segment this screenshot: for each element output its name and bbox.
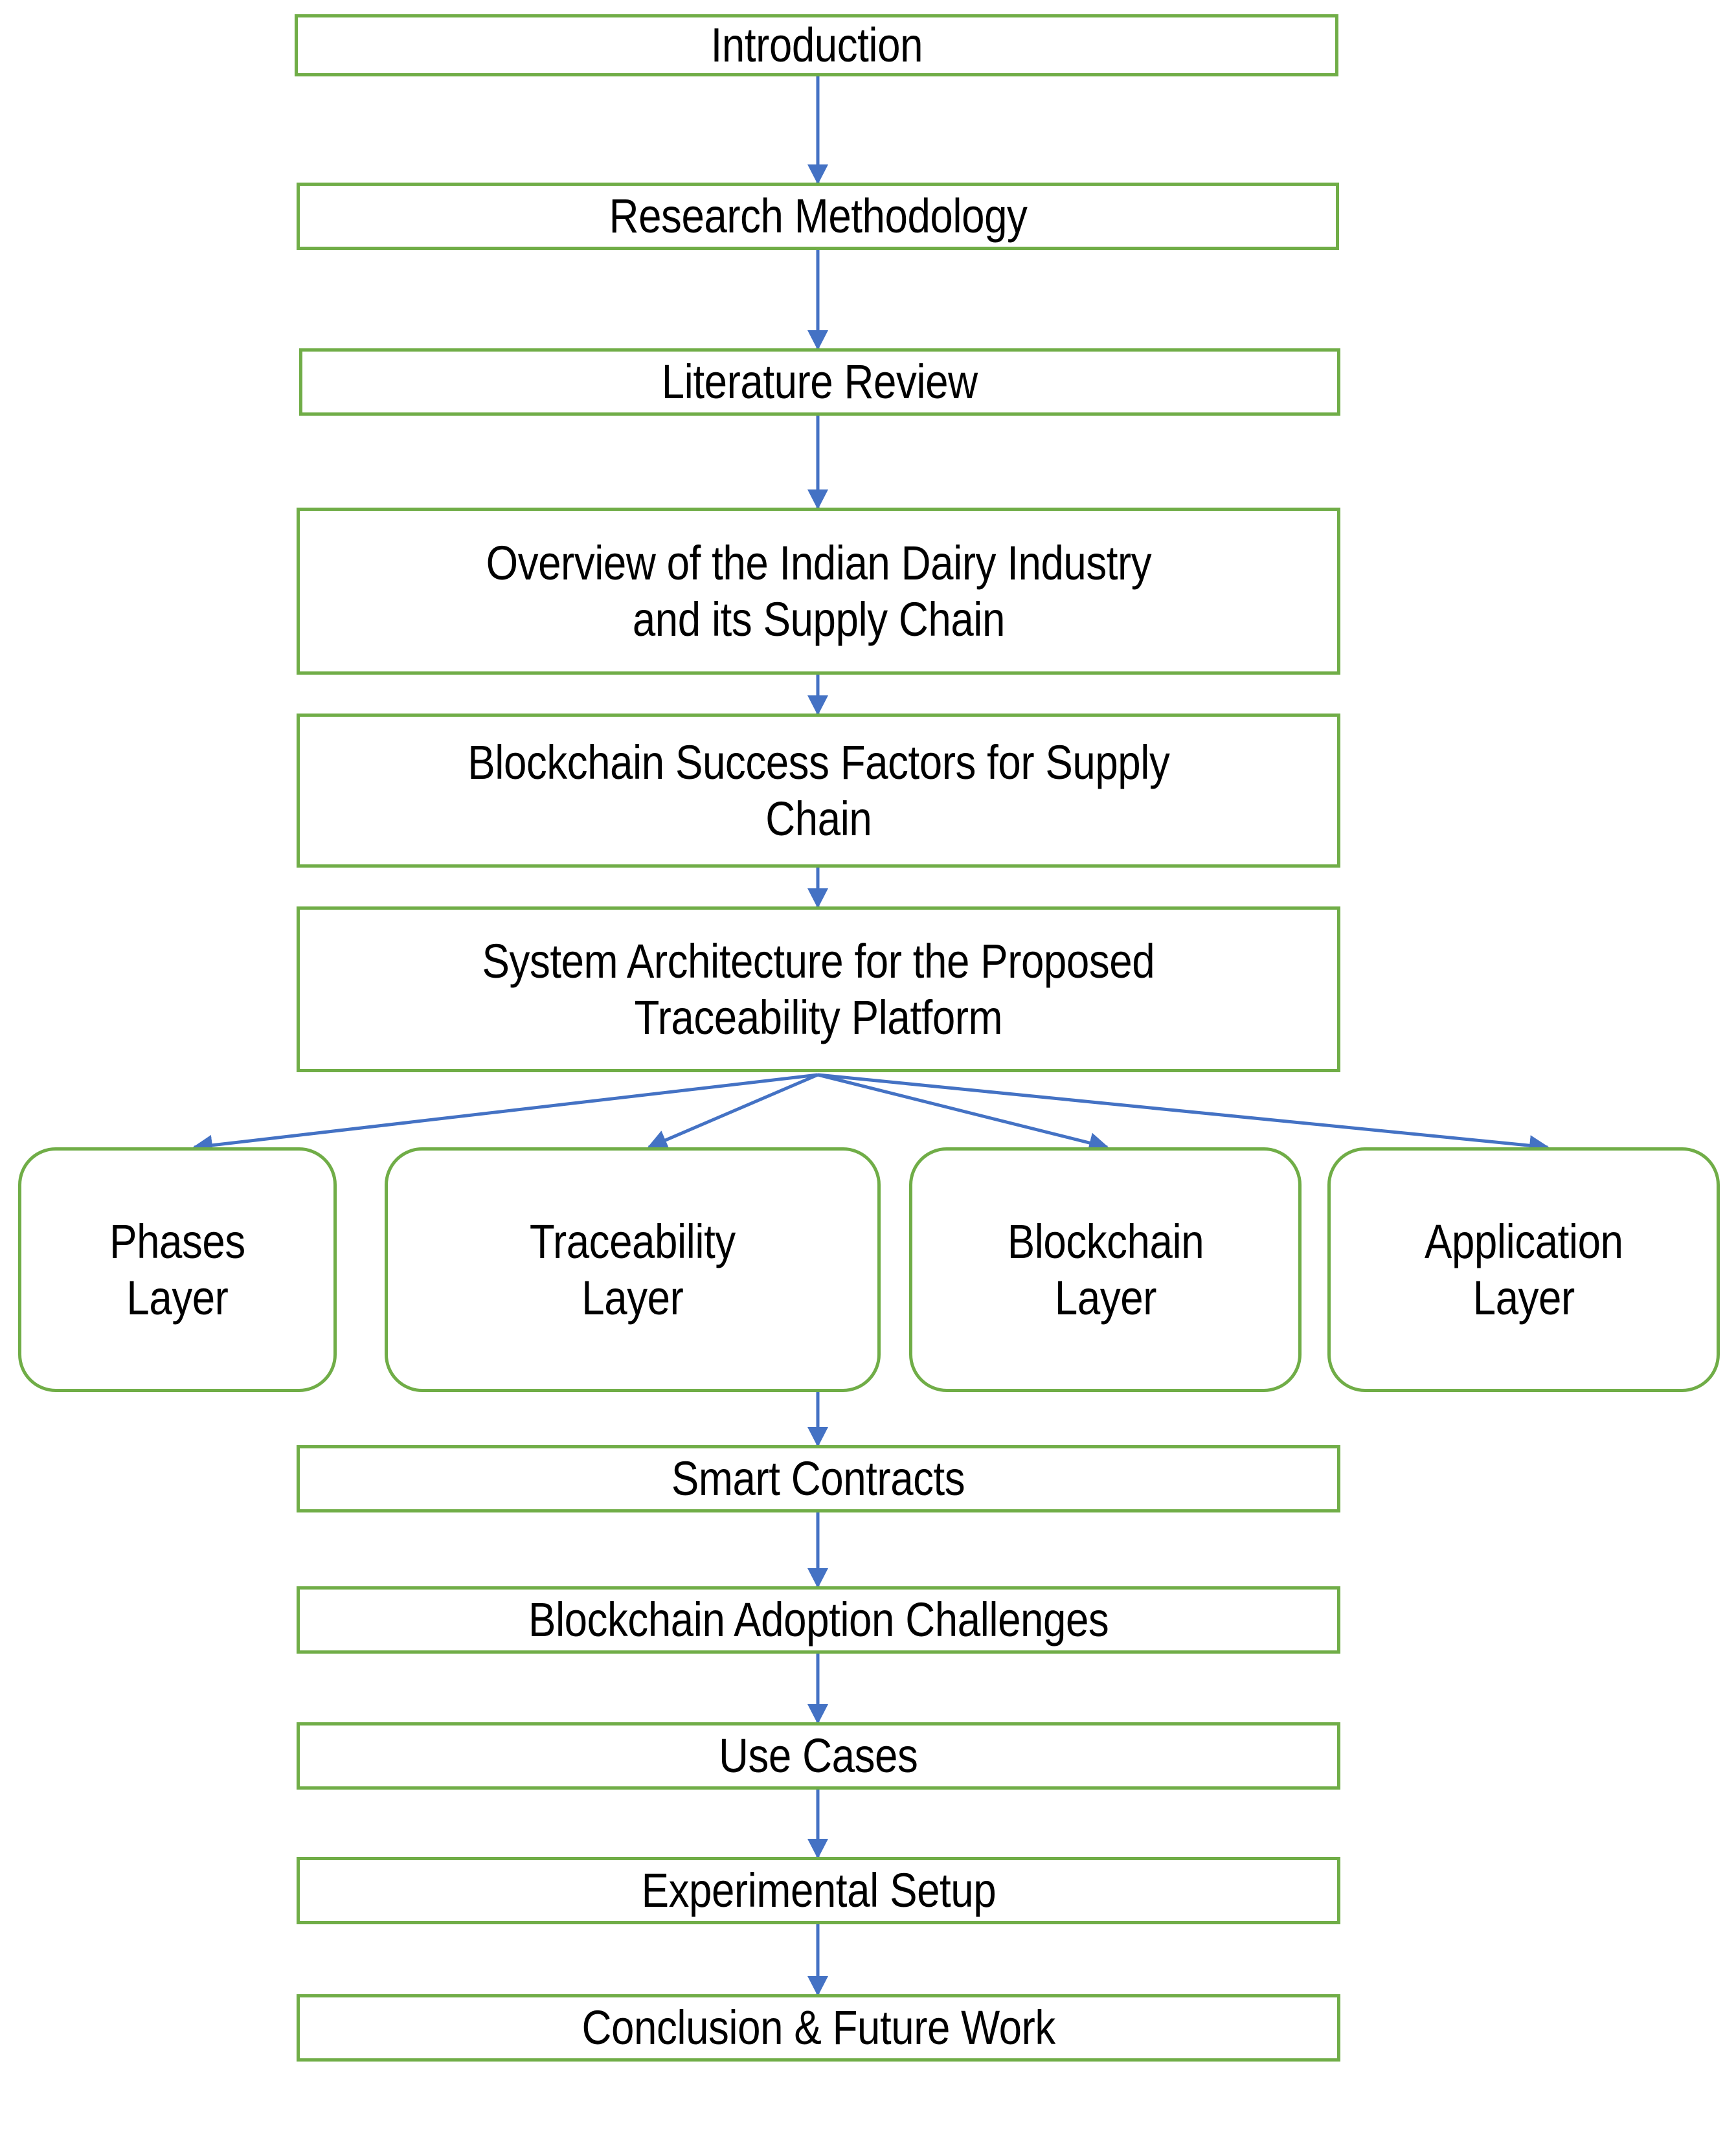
- node-label-success-factors: Blockchain Success Factors for Supply Ch…: [467, 735, 1170, 846]
- node-conclusion[interactable]: Conclusion & Future Work: [297, 1994, 1340, 2062]
- node-success-factors[interactable]: Blockchain Success Factors for Supply Ch…: [297, 714, 1340, 868]
- node-label-introduction: Introduction: [710, 18, 923, 73]
- node-application-layer[interactable]: Application Layer: [1327, 1147, 1720, 1392]
- node-label-dairy-overview: Overview of the Indian Dairy Industry an…: [486, 535, 1151, 646]
- node-label-adoption-challenges: Blockchain Adoption Challenges: [528, 1593, 1109, 1647]
- node-label-traceability-layer: Traceability Layer: [530, 1214, 736, 1325]
- node-system-architecture[interactable]: System Architecture for the Proposed Tra…: [297, 906, 1340, 1072]
- node-label-experimental-setup: Experimental Setup: [641, 1863, 996, 1918]
- node-label-research-methodology: Research Methodology: [609, 189, 1027, 243]
- node-experimental-setup[interactable]: Experimental Setup: [297, 1857, 1340, 1924]
- node-adoption-challenges[interactable]: Blockchain Adoption Challenges: [297, 1586, 1340, 1654]
- node-label-blockchain-layer: Blockchain Layer: [1007, 1214, 1204, 1325]
- node-label-use-cases: Use Cases: [719, 1729, 918, 1783]
- node-use-cases[interactable]: Use Cases: [297, 1722, 1340, 1790]
- node-phases-layer[interactable]: Phases Layer: [18, 1147, 337, 1392]
- node-label-system-architecture: System Architecture for the Proposed Tra…: [482, 934, 1155, 1044]
- node-label-smart-contracts: Smart Contracts: [671, 1452, 965, 1506]
- node-literature-review[interactable]: Literature Review: [299, 348, 1340, 416]
- arrow-system-architecture-to-phases-layer: [192, 1073, 818, 1156]
- node-smart-contracts[interactable]: Smart Contracts: [297, 1445, 1340, 1512]
- node-introduction[interactable]: Introduction: [295, 14, 1338, 76]
- node-research-methodology[interactable]: Research Methodology: [297, 183, 1339, 250]
- arrow-system-architecture-to-traceability-layer: [647, 1073, 818, 1150]
- node-dairy-overview[interactable]: Overview of the Indian Dairy Industry an…: [297, 508, 1340, 675]
- arrow-system-architecture-to-application-layer: [817, 1073, 1550, 1156]
- node-label-phases-layer: Phases Layer: [109, 1214, 245, 1325]
- node-blockchain-layer[interactable]: Blockchain Layer: [909, 1147, 1302, 1392]
- node-label-conclusion: Conclusion & Future Work: [581, 2001, 1055, 2055]
- node-traceability-layer[interactable]: Traceability Layer: [385, 1147, 881, 1392]
- arrow-system-architecture-to-blockchain-layer: [817, 1073, 1109, 1153]
- node-label-literature-review: Literature Review: [662, 355, 978, 409]
- node-label-application-layer: Application Layer: [1424, 1214, 1623, 1325]
